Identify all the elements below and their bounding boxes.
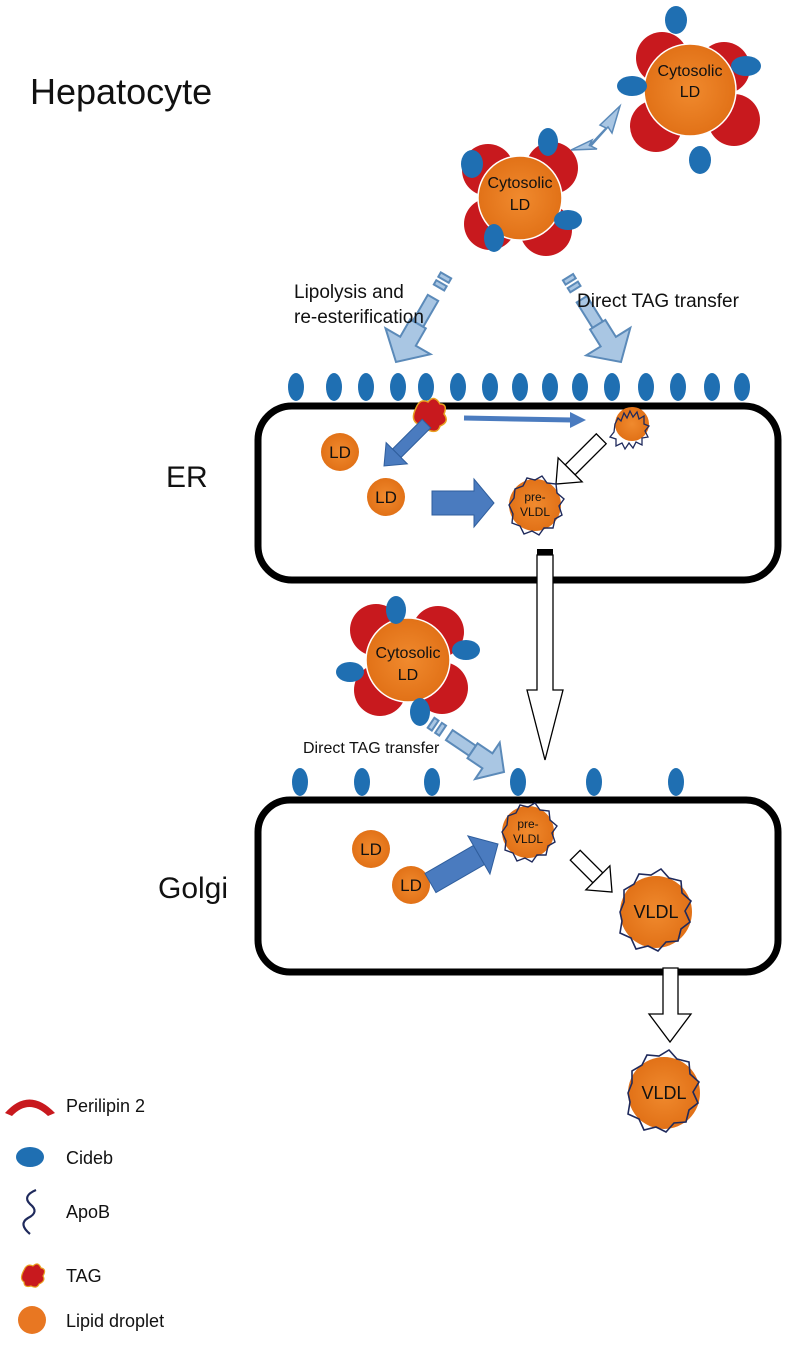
- direct-tag-transfer-label: Direct TAG transfer: [577, 291, 740, 312]
- direct-transfer-arrow: [561, 272, 632, 364]
- er-membrane: [254, 402, 782, 584]
- apob-icon: [22, 1188, 37, 1235]
- legend-label: TAG: [66, 1266, 102, 1286]
- cytosolic-ld-top-right: Cytosolic LD: [617, 6, 761, 174]
- perilipin-icon: [5, 1099, 55, 1116]
- tag-to-ld-arrow: [383, 418, 432, 467]
- exchange-double-arrow: [570, 103, 622, 151]
- golgi-direct-transfer-arrow: [426, 716, 506, 781]
- vldl-label: VLDL: [641, 1083, 686, 1103]
- cytosolic-label: Cytosolic: [658, 63, 723, 80]
- er-compartment: ER LD LD: [166, 373, 782, 584]
- cytosolic-label: Cytosolic: [488, 175, 553, 192]
- pre-label: pre-: [524, 490, 545, 504]
- cideb-markers: [461, 128, 582, 252]
- golgi-label: Golgi: [158, 872, 228, 905]
- legend-perilipin: Perilipin 2: [5, 1096, 145, 1116]
- vldl-label: VLDL: [520, 505, 550, 519]
- legend: Perilipin 2 Cideb ApoB TAG Lipid droplet: [5, 1096, 164, 1334]
- ld-label: LD: [329, 443, 351, 462]
- ld-label: LD: [510, 197, 530, 214]
- golgi-ld-1: LD: [352, 830, 390, 868]
- lipid-droplet-body: [477, 155, 563, 241]
- vldl-secretion-arrow: [647, 967, 693, 1044]
- apob-to-pre-vldl-arrow: [555, 432, 608, 485]
- legend-lipid-droplet: Lipid droplet: [18, 1306, 164, 1334]
- lipid-droplet-body: [365, 617, 451, 703]
- cytosolic-ld-center: Cytosolic LD: [461, 128, 582, 256]
- er-ld-2: LD: [367, 478, 405, 516]
- cideb-markers: [617, 6, 761, 174]
- golgi-direct-tag-transfer-label: Direct TAG transfer: [303, 740, 440, 757]
- golgi-cideb-row: [292, 768, 684, 796]
- lipolysis-label-line2: re-esterification: [294, 307, 424, 328]
- vldl-label: VLDL: [633, 902, 678, 922]
- ld-label: LD: [375, 488, 397, 507]
- lipolysis-arrow: [383, 271, 453, 364]
- cideb-markers: [336, 596, 480, 726]
- tag-icon: [20, 1263, 46, 1288]
- diagram-title: Hepatocyte: [30, 71, 212, 112]
- pre-label: pre-: [517, 817, 538, 831]
- cytosolic-label: Cytosolic: [376, 645, 441, 662]
- golgi-pre-vldl: pre- VLDL: [501, 802, 558, 863]
- er-ld-1: LD: [321, 433, 359, 471]
- legend-tag: TAG: [20, 1263, 102, 1288]
- pre-vldl-to-vldl-arrow: [569, 849, 613, 893]
- golgi-membrane: [254, 796, 782, 976]
- cytosolic-ld-golgi: Cytosolic LD: [336, 596, 480, 726]
- lipolysis-label-line1: Lipolysis and: [294, 282, 404, 303]
- golgi-ld-to-pre-vldl-arrow: [424, 835, 499, 894]
- tag-to-apob-arrow: [463, 412, 586, 428]
- er-to-golgi-arrow: [526, 549, 564, 761]
- golgi-vldl: VLDL: [619, 867, 693, 952]
- small-apob-droplet: [608, 407, 651, 451]
- legend-label: Lipid droplet: [66, 1311, 164, 1331]
- er-label: ER: [166, 461, 208, 494]
- vldl-label: VLDL: [513, 832, 543, 846]
- er-pre-vldl: pre- VLDL: [508, 475, 565, 536]
- legend-label: Cideb: [66, 1148, 113, 1168]
- legend-label: Perilipin 2: [66, 1096, 145, 1116]
- lipid-droplet-icon: [18, 1306, 46, 1334]
- ld-label: LD: [360, 840, 382, 859]
- secreted-vldl: VLDL: [627, 1048, 701, 1133]
- legend-label: ApoB: [66, 1202, 110, 1222]
- legend-apob: ApoB: [22, 1188, 110, 1235]
- ld-label: LD: [400, 876, 422, 895]
- legend-cideb: Cideb: [16, 1147, 113, 1168]
- ld-to-pre-vldl-arrow: [431, 477, 495, 529]
- ld-label: LD: [680, 84, 700, 101]
- ld-label: LD: [398, 667, 418, 684]
- er-cideb-row: [288, 373, 750, 401]
- golgi-ld-2: LD: [392, 866, 430, 904]
- cideb-icon: [16, 1147, 44, 1167]
- golgi-compartment: Golgi LD LD pre- VLDL: [158, 768, 782, 976]
